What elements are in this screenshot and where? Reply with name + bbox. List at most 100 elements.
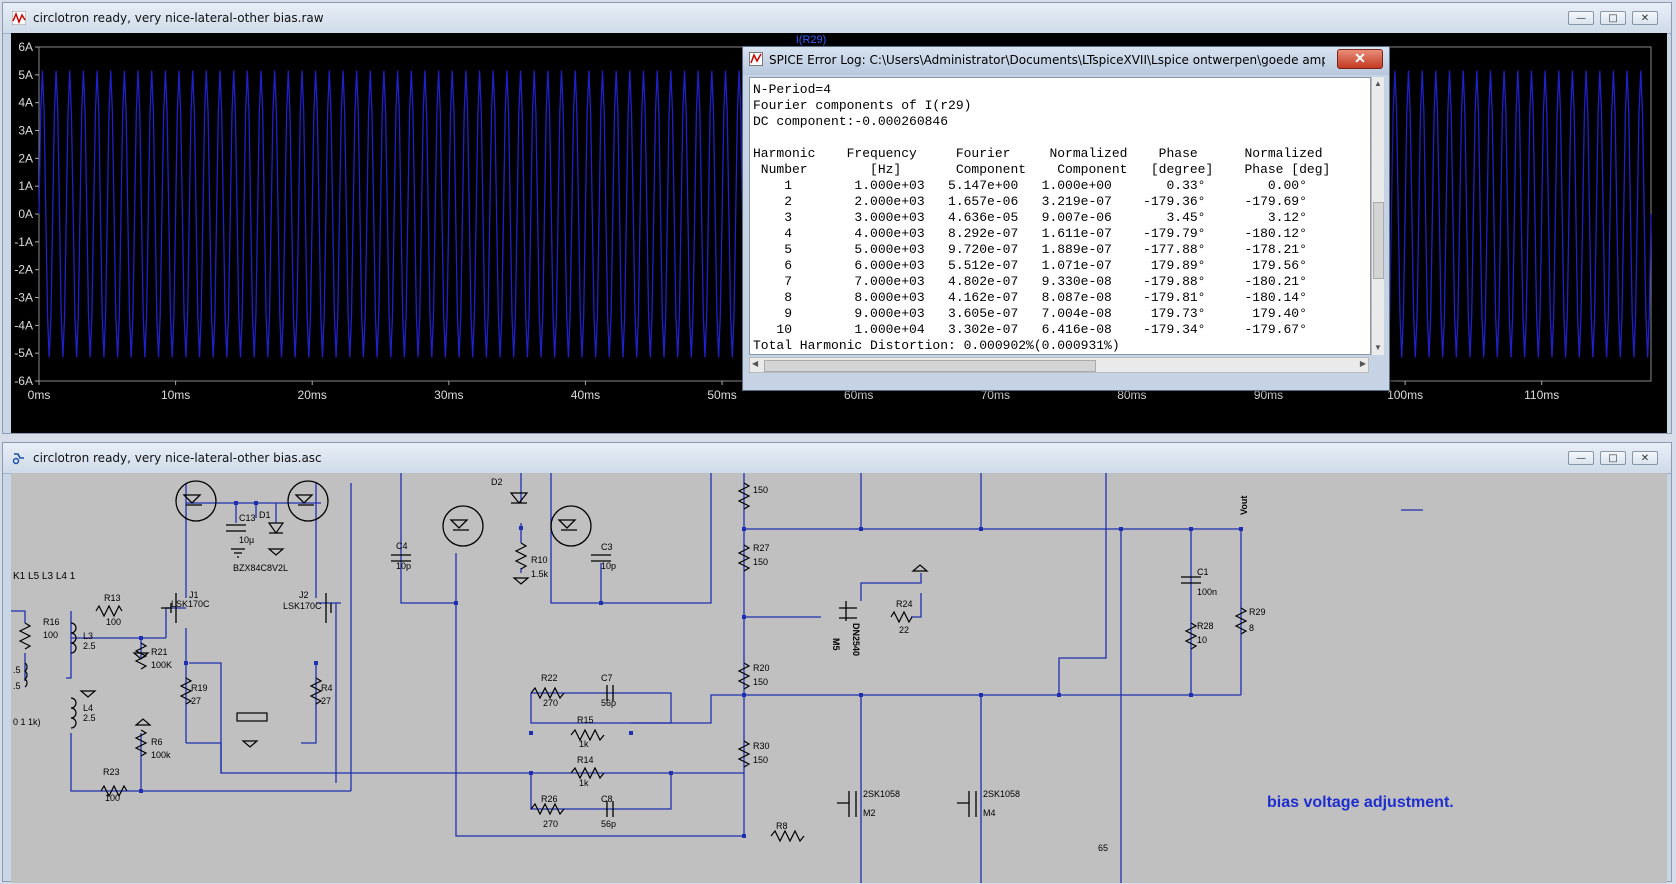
label-k5b: .5 (13, 681, 21, 691)
mosfet-m5 (839, 601, 857, 621)
minimize-button[interactable]: — (1568, 11, 1594, 25)
label-r15-value: 1k (579, 739, 589, 749)
label-r20-value: 150 (753, 677, 768, 687)
label-r14-value: 1k (579, 778, 589, 788)
y-tick-label: 3A (18, 124, 33, 138)
label-r19-value: 27 (191, 696, 201, 706)
capacitor-c7 (606, 685, 614, 701)
label-r4-value: 27 (321, 696, 331, 706)
horizontal-scrollbar[interactable]: ◀ ▶ (749, 357, 1369, 373)
label-c13-value: 10µ (239, 535, 254, 545)
label-r-top-value: 150 (753, 485, 768, 495)
schematic-canvas[interactable]: K1 L5 L3 L4 1 R16 100 .5 .5 0 1 1k) R13 … (11, 473, 1667, 883)
label-d1-model: BZX84C8V2L (233, 563, 288, 573)
label-r10: R10 (531, 555, 548, 565)
trace-label: I(R29) (796, 34, 827, 46)
resistor-r15 (570, 728, 605, 742)
vertical-scrollbar[interactable]: ▲ ▼ (1371, 77, 1384, 355)
scroll-left-arrow-icon[interactable]: ◀ (752, 359, 759, 368)
vcc-m5 (911, 564, 929, 572)
label-j1-model: LSK170C (171, 599, 210, 609)
maximize-button[interactable]: □ (1600, 451, 1626, 465)
resistor-r10 (514, 542, 528, 570)
label-r23-value: 100 (105, 793, 120, 803)
label-r24: R24 (896, 599, 913, 609)
label-d2: D2 (491, 477, 503, 487)
label-r4: R4 (321, 683, 333, 693)
label-c1-value: 100n (1197, 587, 1217, 597)
diodes-grounds (79, 492, 929, 748)
resistor-r24 (890, 610, 913, 624)
ground-d1 (267, 548, 285, 556)
diode-d1 (267, 522, 285, 535)
ground-pot (241, 740, 259, 748)
horizontal-scroll-thumb[interactable] (764, 360, 1096, 372)
label-m2: M2 (863, 808, 876, 818)
label-r27: R27 (753, 543, 770, 553)
resistor-r8 (770, 829, 805, 843)
label-r26: R26 (541, 794, 558, 804)
label-net-65: 65 (1098, 843, 1108, 853)
error-log-content[interactable]: N-Period=4 Fourier components of I(r29) … (749, 77, 1371, 355)
label-k5: .5 (13, 665, 21, 675)
ground-r21 (132, 652, 150, 660)
label-r30-value: 150 (753, 755, 768, 765)
label-r30: R30 (753, 741, 770, 751)
waveform-window-title: circlotron ready, very nice-lateral-othe… (33, 11, 324, 25)
x-tick-label: 60ms (844, 388, 873, 402)
y-tick-label: -1A (14, 235, 33, 249)
label-c13: C13 (239, 513, 256, 523)
scroll-down-arrow-icon[interactable]: ▼ (1374, 343, 1382, 352)
label-r6: R6 (151, 737, 163, 747)
schematic-titlebar[interactable]: circlotron ready, very nice-lateral-othe… (3, 443, 1671, 474)
close-button[interactable]: ✕ (1632, 451, 1658, 465)
label-r16: R16 (43, 617, 60, 627)
scroll-right-arrow-icon[interactable]: ▶ (1359, 359, 1366, 368)
y-tick-label: 6A (18, 40, 33, 54)
x-tick-label: 0ms (28, 388, 51, 402)
label-m5: M5 (831, 638, 841, 651)
y-tick-label: 0A (18, 207, 33, 221)
resistor-r19 (179, 677, 193, 705)
resistor-r16 (18, 622, 32, 650)
y-tick-label: -4A (14, 318, 33, 332)
schematic-app-icon (12, 453, 24, 465)
mosfet-m2 (837, 791, 857, 817)
scroll-up-arrow-icon[interactable]: ▲ (1374, 79, 1382, 88)
x-tick-label: 70ms (981, 388, 1010, 402)
minimize-button[interactable]: — (1568, 451, 1594, 465)
label-r20: R20 (753, 663, 770, 673)
waveform-titlebar[interactable]: circlotron ready, very nice-lateral-othe… (3, 3, 1671, 34)
resistor-r20 (737, 662, 751, 690)
resistor-r23 (100, 784, 128, 798)
y-tick-label: -3A (14, 291, 33, 305)
maximize-button[interactable]: □ (1600, 11, 1626, 25)
ground-l3 (79, 690, 97, 698)
label-r16-value: 100 (43, 630, 58, 640)
schematic-drawing[interactable]: K1 L5 L3 L4 1 R16 100 .5 .5 0 1 1k) R13 … (11, 473, 1667, 883)
jfet-j1 (161, 593, 177, 623)
close-button[interactable]: ✕ (1337, 49, 1383, 69)
wires (11, 473, 1423, 883)
x-tick-label: 100ms (1387, 388, 1423, 402)
component-labels: K1 L5 L3 L4 1 R16 100 .5 .5 0 1 1k) R13 … (13, 477, 1266, 853)
label-k1: K1 L5 L3 L4 1 (13, 571, 76, 582)
label-l4: L4 (83, 703, 93, 713)
label-r13-value: 100 (106, 617, 121, 627)
inductors (24, 622, 77, 729)
x-tick-label: 90ms (1254, 388, 1283, 402)
error-log-text: N-Period=4 Fourier components of I(r29) … (753, 82, 1331, 353)
label-r27-value: 150 (753, 557, 768, 567)
schematic-window: circlotron ready, very nice-lateral-othe… (2, 442, 1672, 883)
y-tick-label: -5A (14, 346, 33, 360)
error-log-titlebar[interactable]: SPICE Error Log: C:\Users\Administrator\… (743, 47, 1389, 75)
x-tick-label: 50ms (707, 388, 736, 402)
label-c3-value: 10p (601, 561, 616, 571)
label-r29-value: 8 (1249, 623, 1254, 633)
close-button[interactable]: ✕ (1632, 11, 1658, 25)
vertical-scroll-thumb[interactable] (1373, 202, 1384, 279)
label-r28-value: 10 (1197, 635, 1207, 645)
resistors (18, 482, 1248, 843)
label-c4: C4 (396, 541, 408, 551)
resistor-r13 (95, 604, 123, 618)
